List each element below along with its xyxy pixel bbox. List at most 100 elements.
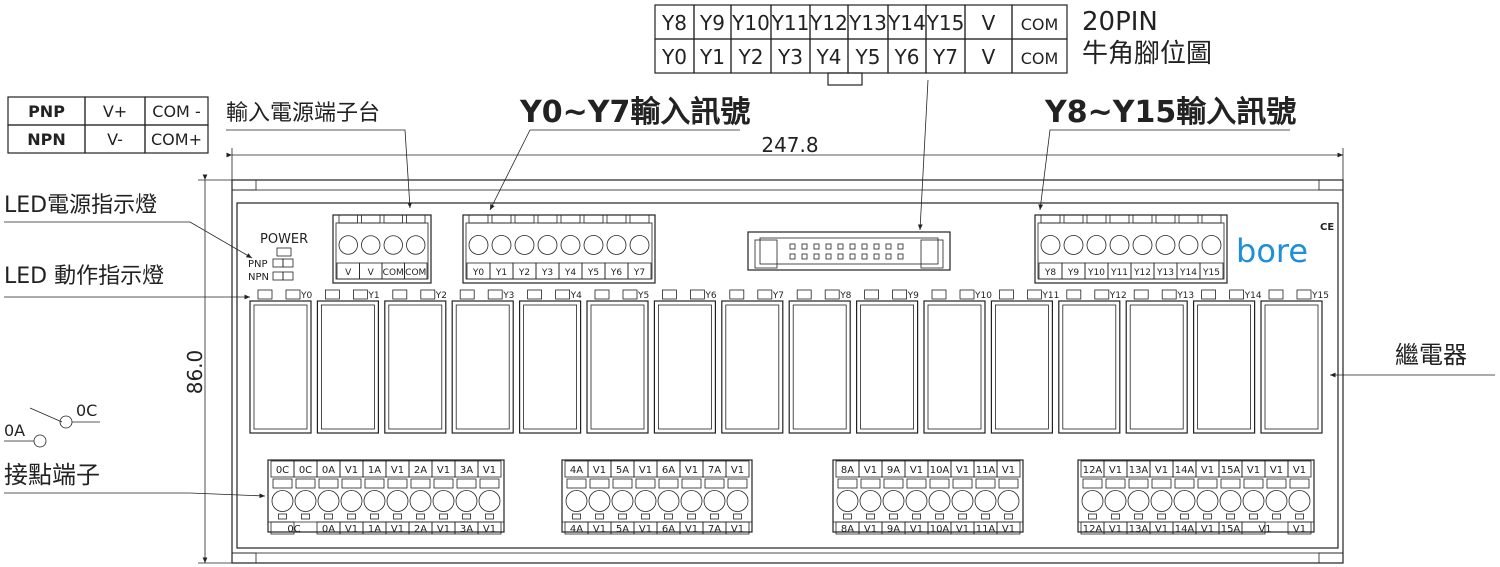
- relay: [1058, 300, 1121, 434]
- led-label: Y11: [1041, 291, 1059, 301]
- terminal-screw: [1201, 235, 1222, 255]
- output-terminal-label: V1: [1002, 465, 1015, 476]
- terminal-lever: [361, 214, 381, 224]
- terminal-slot: [1272, 513, 1281, 520]
- terminal-label: Y3: [541, 268, 553, 278]
- terminal-screw: [409, 490, 432, 512]
- idc-pin: [825, 253, 832, 260]
- pin-label: V: [982, 11, 996, 35]
- idc-pin: [837, 253, 844, 260]
- pin-label: Y13: [848, 11, 887, 35]
- status-led: [1229, 289, 1244, 300]
- terminal-slot: [416, 513, 425, 520]
- switch-label-open: 0A: [4, 421, 25, 440]
- led-label: Y12: [1109, 291, 1127, 301]
- terminal-lever: [860, 478, 881, 489]
- led-label: Y14: [1244, 291, 1262, 301]
- output-terminal-label: 7A: [708, 465, 721, 476]
- status-led: [1268, 289, 1284, 300]
- led-label: Y6: [704, 291, 716, 301]
- relay: [586, 300, 649, 434]
- idc-latch: [754, 239, 778, 269]
- output-terminal-bottom-label: 13A: [1129, 524, 1149, 535]
- output-terminal-label: V1: [910, 465, 923, 476]
- brand-logo: bore: [1236, 232, 1308, 270]
- terminal-slot: [595, 513, 604, 520]
- terminal-screw: [928, 490, 951, 512]
- led-label: Y2: [435, 291, 447, 301]
- terminal-lever: [606, 214, 627, 224]
- terminal-screw: [565, 490, 588, 512]
- terminal-lever: [1151, 478, 1172, 489]
- switch-blade: [29, 407, 63, 423]
- pin-label: Y12: [809, 11, 848, 35]
- pnp-label: PNP: [248, 259, 268, 270]
- output-terminal-bottom-label: 5A: [616, 524, 629, 535]
- terminal-label-cell: [725, 460, 750, 478]
- terminal-slot: [889, 513, 898, 520]
- terminal-label: Y6: [610, 268, 622, 278]
- terminal-label: Y1: [495, 268, 507, 278]
- output-terminal-bottom-label: 14A: [1175, 524, 1195, 535]
- npn-jumper: [272, 271, 284, 281]
- relay: [855, 300, 919, 434]
- output-terminal-label: V1: [864, 465, 877, 476]
- output-terminal-bottom-label: V1: [1258, 524, 1271, 535]
- terminal-slot: [1088, 513, 1097, 520]
- polarity-cell: [144, 124, 209, 154]
- idc-pin: [885, 243, 892, 250]
- terminal-lever: [1105, 478, 1126, 489]
- terminal-lever: [364, 478, 385, 489]
- terminal-screw: [1063, 235, 1084, 255]
- output-terminal-bottom-label: 10A: [930, 524, 950, 535]
- terminal-label: Y14: [1179, 268, 1197, 278]
- pin-label: V: [982, 45, 996, 69]
- led-label: Y10: [974, 291, 992, 301]
- terminal-slot: [1134, 513, 1143, 520]
- terminal-screw: [406, 235, 426, 255]
- terminal-slot: [1111, 513, 1120, 520]
- relay: [249, 300, 312, 434]
- output-terminal-label: 2A: [414, 465, 427, 476]
- output-terminal-bottom-label: V1: [1155, 524, 1168, 535]
- terminal-label: Y7: [633, 268, 645, 278]
- terminal-label: Y9: [1067, 268, 1079, 278]
- status-led: [1296, 289, 1312, 300]
- output-terminal-bottom-label: V1: [483, 524, 496, 535]
- pin-label: Y9: [699, 11, 725, 35]
- terminal-lever: [1178, 214, 1199, 224]
- idc-pin: [801, 253, 808, 260]
- terminal-screw: [1040, 235, 1061, 255]
- relay: [1125, 300, 1188, 434]
- relay: [721, 300, 784, 434]
- relay-cover: [320, 304, 375, 430]
- terminal-label: Y10: [1087, 268, 1105, 278]
- output-terminal-label: V1: [593, 465, 606, 476]
- relay: [1192, 300, 1256, 434]
- terminal-screw: [1155, 235, 1176, 255]
- terminal-lever: [629, 214, 650, 224]
- npn-jumper: [282, 271, 294, 281]
- terminal-label-cell: [996, 460, 1021, 478]
- terminal-lever: [1243, 478, 1264, 489]
- output-terminal-bottom-label: V1: [910, 524, 923, 535]
- terminal-screw: [1219, 490, 1242, 512]
- idc-pin: [861, 243, 868, 250]
- pin-label: COM: [1021, 15, 1059, 34]
- connector-key-tab: [827, 72, 863, 86]
- terminal-lever: [975, 478, 996, 489]
- terminal-lever: [1266, 478, 1287, 489]
- terminal-label: COM: [405, 268, 426, 278]
- status-led: [824, 289, 840, 300]
- relay-cover: [1129, 304, 1184, 430]
- terminal-slot: [324, 513, 333, 520]
- terminal-label: Y13: [1156, 268, 1174, 278]
- output-terminal-label: V1: [731, 465, 744, 476]
- terminal-lever: [295, 478, 316, 489]
- terminal-lever: [883, 478, 904, 489]
- terminal-screw: [478, 490, 501, 512]
- terminal-slot: [572, 513, 581, 520]
- polarity-label: V+: [103, 102, 127, 121]
- status-led: [1201, 289, 1216, 300]
- output-terminal-bottom-label: V1: [1201, 524, 1214, 535]
